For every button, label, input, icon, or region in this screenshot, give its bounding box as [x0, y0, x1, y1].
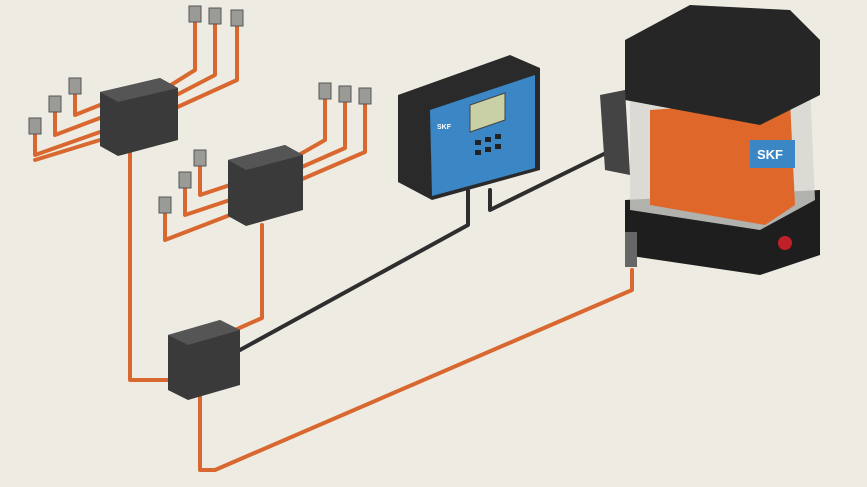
hose-main-feed: [198, 268, 634, 472]
distributor-block-1: [100, 78, 178, 156]
grease-hoses: [33, 16, 634, 472]
lubrication-pump: SKF: [600, 5, 820, 275]
cable-controller-to-pump: [488, 148, 614, 212]
pump-fill-button: [778, 236, 792, 250]
distributor-block-2: [228, 145, 303, 226]
pump-outlet: [625, 232, 637, 267]
signal-cables: [238, 148, 614, 352]
hose-block1-to-block3: [128, 148, 177, 382]
hose-fittings: [28, 5, 372, 214]
hose-block3-to-block2: [233, 223, 264, 332]
cable-controller-to-block3: [238, 188, 470, 352]
pump-bracket: [600, 90, 630, 175]
controller-unit: SKF: [398, 55, 540, 200]
controller-keypad: [475, 134, 501, 155]
pump-label: [750, 140, 795, 168]
grease-reservoir: [650, 100, 795, 225]
pump-logo: SKF: [757, 147, 783, 162]
distributor-block-3: [168, 320, 240, 400]
controller-logo: SKF: [437, 124, 452, 131]
controller-display: [469, 92, 506, 133]
